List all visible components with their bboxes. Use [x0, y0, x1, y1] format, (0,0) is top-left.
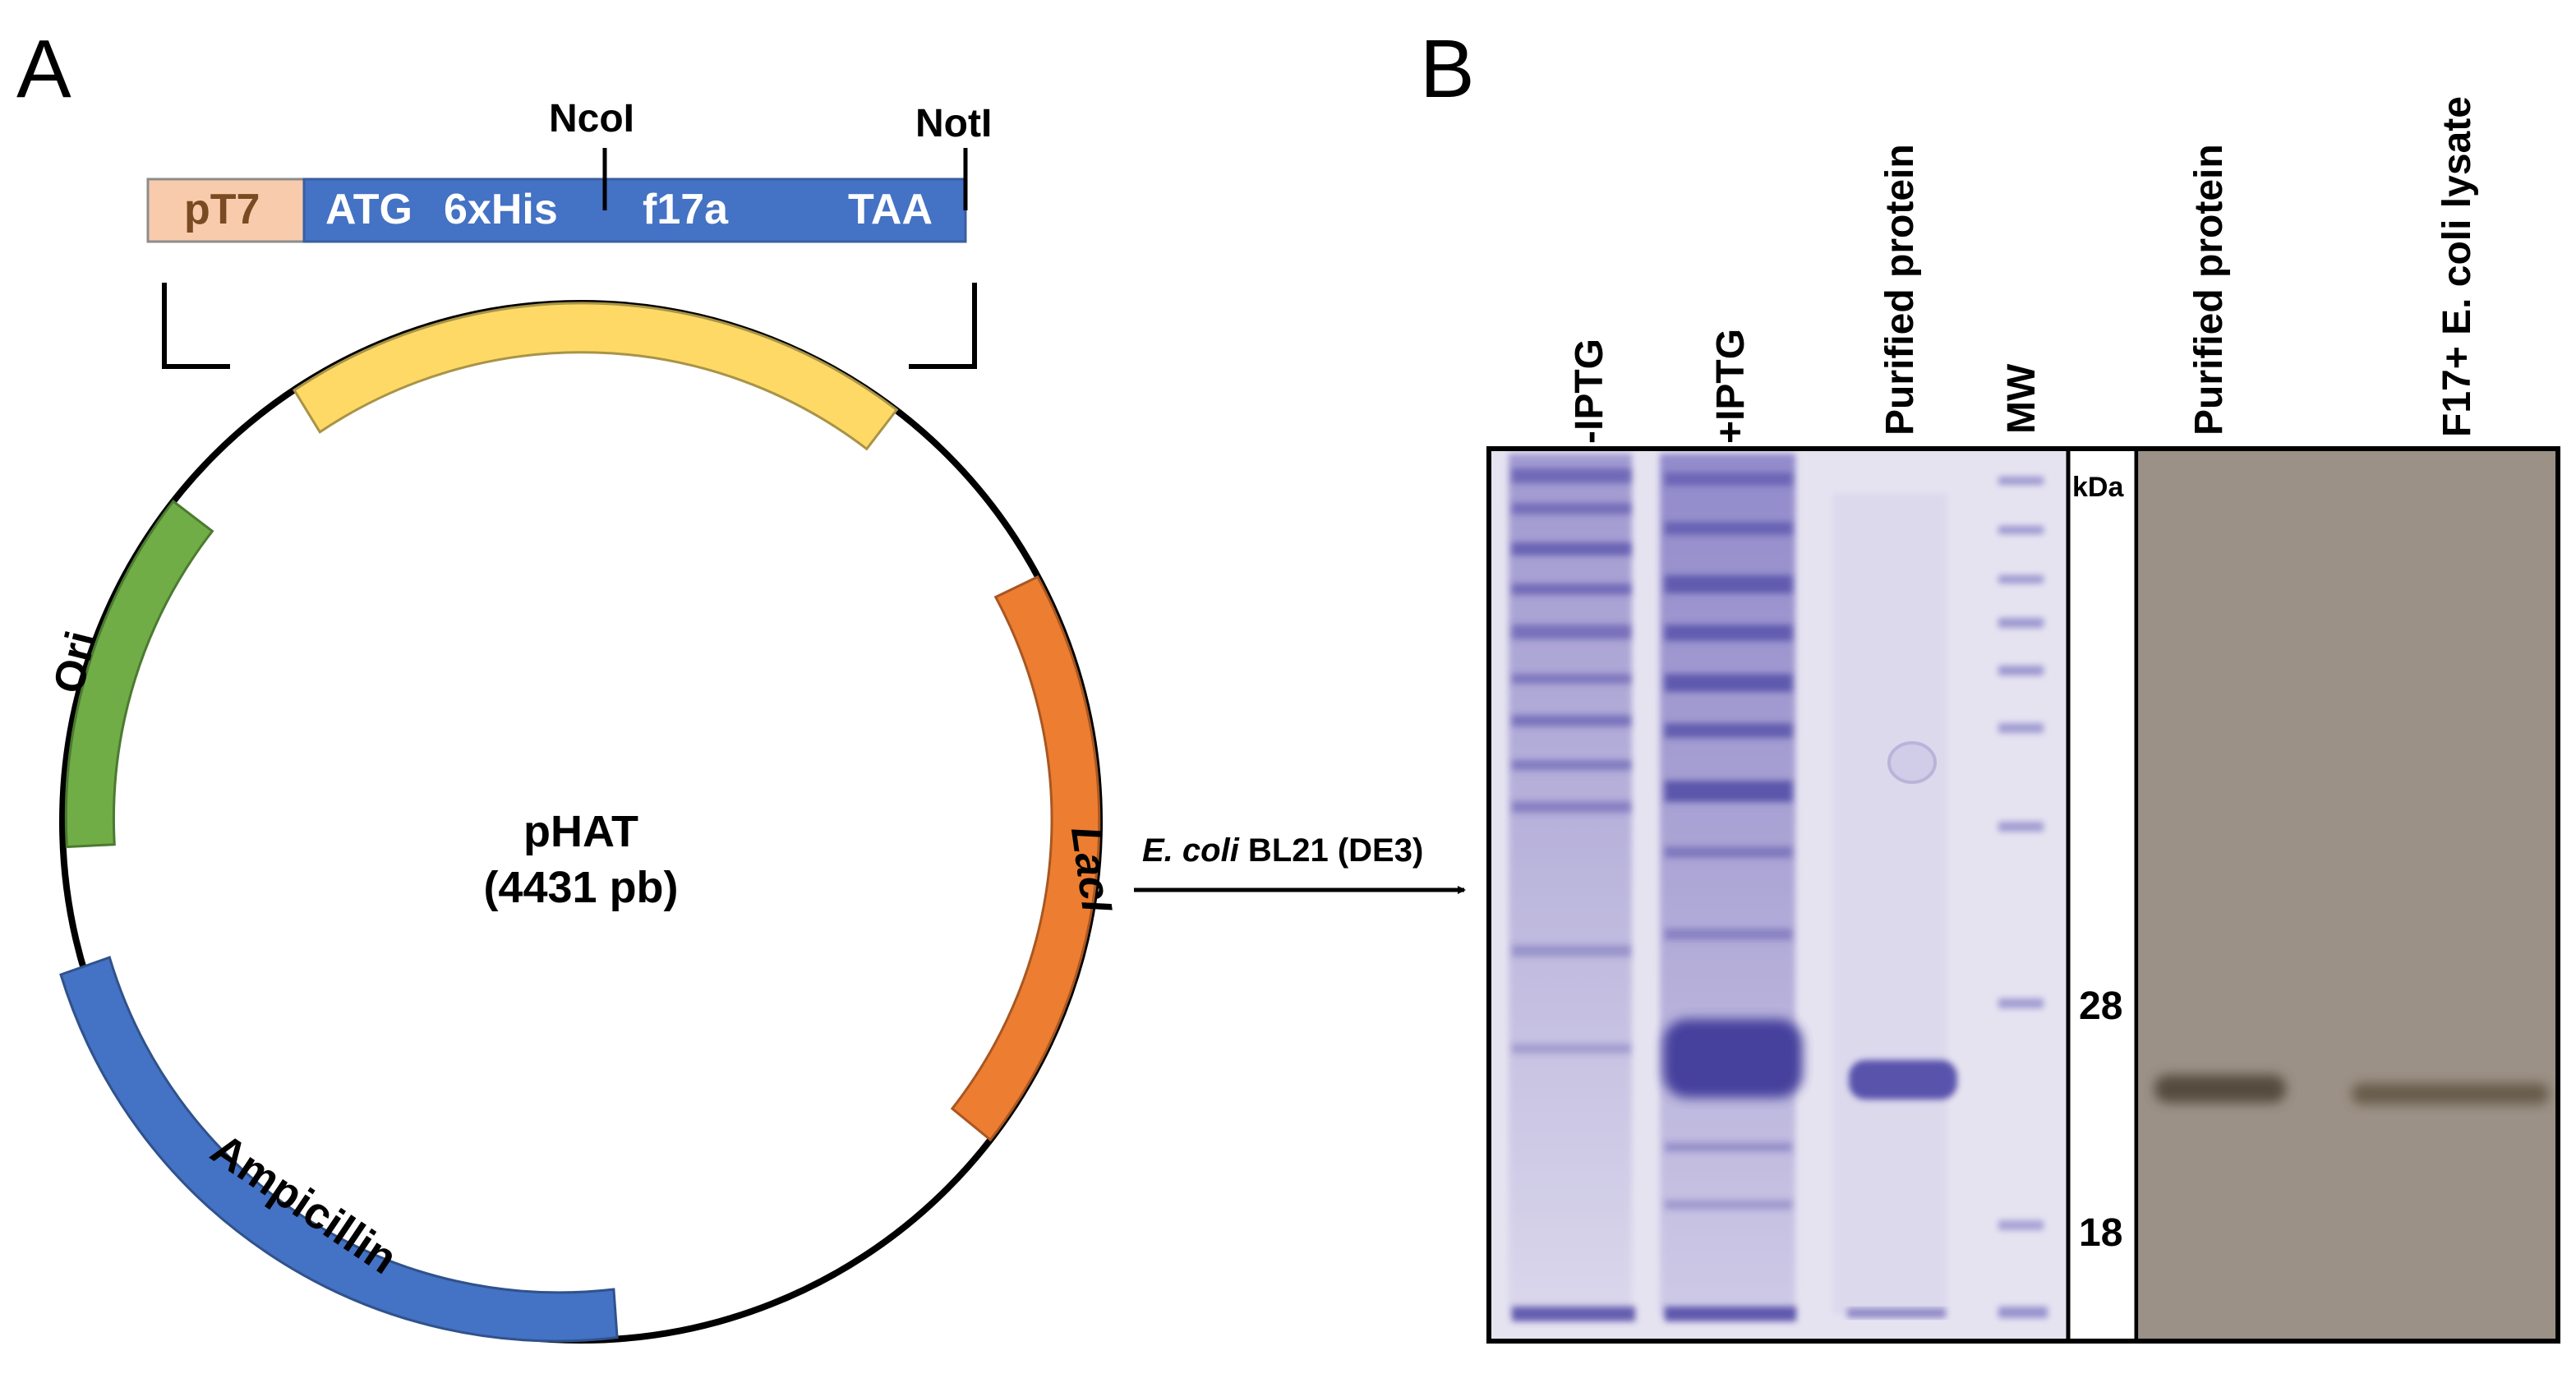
ladder-band [1998, 575, 2044, 583]
gene-label: f17a [643, 186, 729, 233]
band [1665, 929, 1792, 940]
noti-site-label: NotI [915, 102, 992, 145]
ladder-band [1998, 1220, 2044, 1230]
bracket-left [162, 283, 230, 369]
marker-28: 28 [2079, 984, 2122, 1028]
lane-header-purified-gel: Purified protein [1878, 144, 1922, 436]
blot-background [2139, 449, 2558, 1341]
start-codon-label: ATG [325, 186, 412, 233]
purified-blob [1887, 741, 1937, 784]
sds-page-gel [1489, 449, 2068, 1341]
lane-minus-iptg-bands [1512, 468, 1635, 1321]
band [1665, 625, 1792, 641]
western-blot [2139, 449, 2558, 1341]
ampicillin-arc [59, 956, 619, 1343]
lane-plus-iptg-bands [1665, 473, 1796, 1321]
lane-header-purified-blot: Purified protein [2187, 144, 2231, 436]
plasmid-name: pHAT [523, 807, 638, 856]
plasmid-size: (4431 pb) [483, 863, 678, 912]
lane-plus-iptg-induced-band [1663, 1019, 1803, 1098]
band [1512, 801, 1631, 813]
ladder-band [1998, 723, 2044, 733]
band [1665, 1142, 1792, 1152]
ladder-band [1998, 998, 2044, 1008]
cassette-box [302, 177, 967, 243]
panel-b-frame [1486, 446, 2560, 1344]
band [1665, 723, 1792, 738]
band [1512, 1307, 1635, 1321]
band [1512, 583, 1631, 595]
lane-header-plus-iptg: +IPTG [1709, 329, 1753, 444]
band [1665, 522, 1792, 535]
lane-header-mw: MW [2000, 363, 2044, 434]
band [1512, 715, 1631, 726]
band [1665, 575, 1792, 593]
panel-a-label: A [16, 23, 71, 115]
panel-b: B -IPTG +IPTG Purified protein MW Purifi… [1420, 23, 2560, 1344]
band [1512, 503, 1631, 514]
marker-unit: kDa [2072, 472, 2124, 503]
ladder-band [1998, 666, 2044, 675]
promoter-label: pT7 [184, 186, 260, 233]
ladder-band [1998, 477, 2044, 485]
ladder-band [1998, 618, 2044, 628]
band [1665, 846, 1792, 858]
lane-header-minus-iptg: -IPTG [1568, 339, 1611, 444]
host-strain-label: E. coli BL21 (DE3) [1142, 832, 1423, 869]
band [1512, 1044, 1631, 1053]
laci-arc [950, 575, 1101, 1142]
lane-purified-smear [1832, 493, 1947, 1315]
marker-column [2068, 449, 2134, 1341]
marker-18: 18 [2079, 1211, 2122, 1255]
ncoi-site-label: NcoI [549, 97, 634, 141]
tag-label: 6xHis [444, 186, 558, 233]
band [1512, 674, 1631, 684]
blot-band-lysate [2352, 1083, 2549, 1104]
lane-plus-iptg-smear [1660, 454, 1795, 1316]
band [1512, 625, 1631, 639]
blot-band-purified [2154, 1075, 2286, 1103]
host-strain-rest: BL21 (DE3) [1239, 832, 1424, 869]
band [1665, 1307, 1796, 1321]
band [1665, 781, 1792, 802]
ladder-band [1998, 1307, 2048, 1318]
lane-minus-iptg-smear [1509, 454, 1632, 1316]
promoter-box [146, 177, 306, 243]
band [1665, 674, 1792, 692]
ori-arc [64, 499, 214, 849]
insert-arc [293, 302, 899, 451]
expression-cassette: pT7 ATG 6xHis f17a TAA NcoI NotI [146, 97, 992, 243]
ladder-band [1998, 526, 2044, 534]
lane-header-f17-lysate: F17+ E. coli lysate [2435, 96, 2479, 437]
bracket-right [909, 283, 977, 369]
lane-purified-front [1847, 1308, 1946, 1318]
band [1512, 542, 1631, 556]
band [1512, 468, 1631, 483]
panel-a: A pT7 ATG 6xHis f17a TAA NcoI NotI Ori [16, 23, 1466, 1344]
stop-codon-label: TAA [848, 186, 933, 233]
band [1512, 945, 1631, 957]
lane-purified-band [1849, 1060, 1957, 1099]
band [1665, 1200, 1792, 1210]
panel-b-label: B [1420, 23, 1475, 115]
host-strain-italic: E. coli [1142, 832, 1240, 869]
mw-ladder [1998, 477, 2048, 1318]
ladder-band [1998, 822, 2044, 832]
band [1512, 760, 1631, 770]
band [1665, 473, 1792, 486]
